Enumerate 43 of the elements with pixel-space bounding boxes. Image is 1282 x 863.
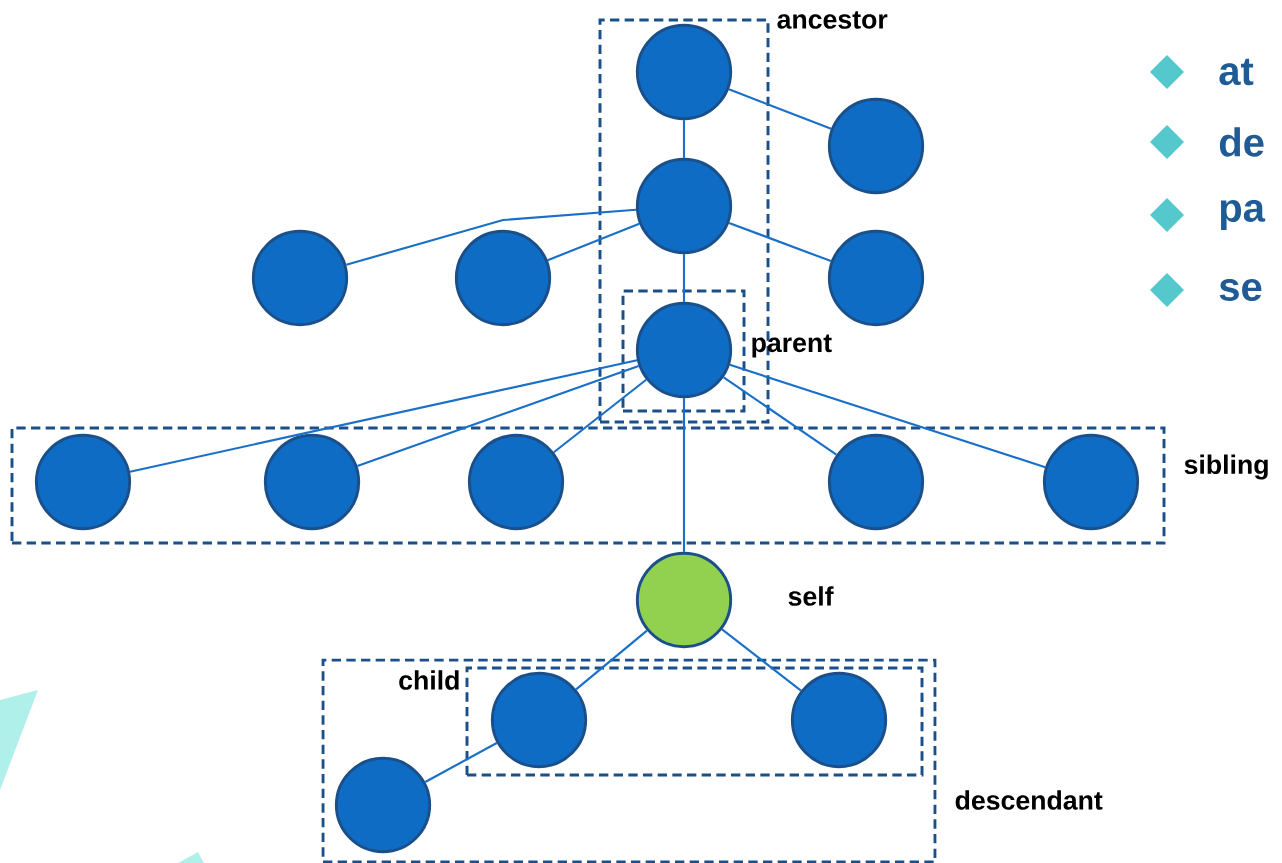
connector-line — [575, 629, 648, 691]
tree-node-circle — [454, 229, 552, 327]
connector-line — [721, 628, 802, 692]
tree-node-circle — [635, 23, 733, 121]
list-item: pa — [1220, 200, 1266, 230]
tree-node-circle — [635, 157, 733, 255]
tree-node-circle — [467, 433, 565, 531]
group-box: sibling — [10, 426, 1268, 545]
connector-line — [682, 120, 686, 158]
tree-node-circle — [263, 433, 361, 531]
node-label: ancestor — [777, 11, 888, 29]
group-box: child — [399, 666, 924, 777]
connector-line — [682, 254, 686, 302]
node-label: sibling — [1184, 454, 1268, 480]
connector-line — [129, 359, 638, 473]
node-label: self — [788, 586, 834, 606]
tree-node-circle — [790, 671, 888, 769]
tree-node-circle — [635, 301, 733, 399]
connector-line — [723, 376, 837, 456]
node-label: child — [399, 670, 459, 690]
connector-line — [553, 378, 647, 454]
list-item: se — [1219, 279, 1262, 301]
connector-line — [682, 398, 686, 552]
connector-line — [357, 365, 639, 467]
connector-line — [346, 208, 637, 266]
list-item: at — [1219, 58, 1254, 86]
tree-node-circle — [827, 229, 925, 327]
tree-node-circle — [1042, 433, 1140, 531]
connector-line — [729, 363, 1046, 469]
connector-line — [424, 742, 498, 783]
tree-node-circle — [334, 756, 432, 854]
connector-line — [728, 88, 832, 130]
list-item: de — [1219, 127, 1264, 157]
connector-line — [728, 221, 832, 263]
group-box: parent — [621, 289, 832, 413]
connector-line — [547, 222, 640, 262]
node-label: parent — [752, 334, 832, 358]
tree-node-circle — [827, 97, 925, 195]
node-label: descendant — [955, 790, 1103, 810]
tree-node-circle — [827, 433, 925, 531]
tree-node-circle — [34, 433, 132, 531]
tree-node-circle — [490, 671, 588, 769]
tree-node-circle — [251, 229, 349, 327]
